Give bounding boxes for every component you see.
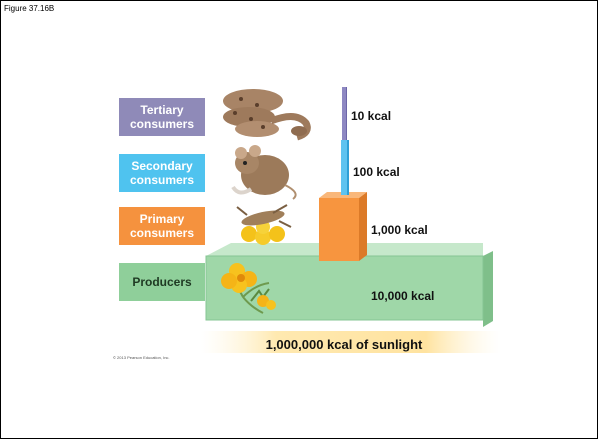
sunlight-label: 1,000,000 kcal of sunlight (265, 337, 423, 352)
energy-secondary: 100 kcal (353, 165, 400, 179)
primary-consumers-block (319, 192, 367, 261)
secondary-consumers-column (341, 140, 349, 195)
energy-primary: 1,000 kcal (371, 223, 428, 237)
grasshopper-icon (236, 204, 292, 245)
sunlight-band (201, 331, 501, 353)
tertiary-consumers-column (342, 87, 347, 140)
mouse-icon (231, 145, 297, 200)
energy-tertiary: 10 kcal (351, 109, 392, 123)
figure-label: Figure 37.16B (4, 4, 55, 13)
energy-producers: 10,000 kcal (371, 289, 435, 303)
snake-icon (223, 89, 311, 141)
copyright-credit: © 2013 Pearson Education, Inc. (113, 355, 170, 360)
label-producers: Producers (119, 263, 205, 301)
flower-icon (221, 263, 276, 314)
